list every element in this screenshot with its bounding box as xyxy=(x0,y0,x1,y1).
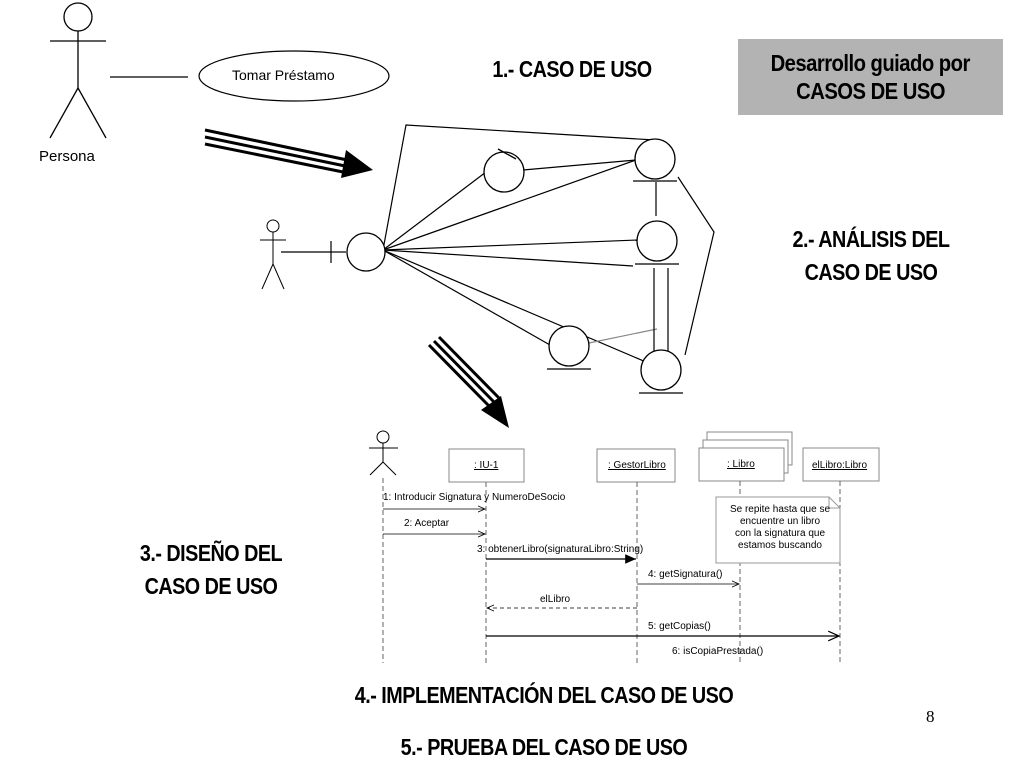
heading-step-3-line-2: CASO DE USO xyxy=(144,573,278,599)
message-2-label: 2: Aceptar xyxy=(404,518,450,529)
arrow-to-design-head xyxy=(481,396,509,428)
arrow-to-analysis-head xyxy=(341,150,373,178)
heading-step-2-line-2: CASO DE USO xyxy=(804,259,938,285)
sequence-actor xyxy=(369,430,398,476)
message-6-label: 6: isCopiaPrestada() xyxy=(672,646,764,657)
arrow-to-analysis xyxy=(204,128,353,175)
analysis-entity-objects xyxy=(547,138,683,394)
sequence-message-arrows xyxy=(383,509,839,636)
title-box: Desarrollo guiado por CASOS DE USO xyxy=(738,39,1003,115)
title-line-1: Desarrollo guiado por xyxy=(770,50,971,76)
note-line-3: con la signatura que xyxy=(734,528,826,539)
arrow-to-design xyxy=(427,335,501,408)
title-line-2: CASOS DE USO xyxy=(796,78,945,104)
analysis-control-object xyxy=(483,148,525,193)
analysis-links xyxy=(281,124,715,366)
analysis-actor xyxy=(260,219,286,290)
message-4-label: 4: getSignatura() xyxy=(648,569,723,580)
use-case-ellipse xyxy=(198,50,390,102)
actor-label: Persona xyxy=(39,148,95,165)
lifeline-label-ellibro: elLibro:Libro xyxy=(812,460,868,471)
heading-step-2-line-1: 2.- ANÁLISIS DEL xyxy=(792,226,950,252)
note-line-2: encuentre un libro xyxy=(739,516,821,527)
sequence-note: Se repite hasta que se encuentre un libr… xyxy=(722,504,838,552)
lifeline-label-libro: : Libro xyxy=(727,459,755,470)
actor-persona xyxy=(49,2,107,139)
lifeline-label-gestorlibro: : GestorLibro xyxy=(608,460,666,471)
message-5-label: 5: getCopias() xyxy=(648,621,711,632)
heading-step-4: 4.- IMPLEMENTACIÓN DEL CASO DE USO xyxy=(354,682,734,708)
message-3-label: 3: obtenerLibro(signaturaLibro:String) xyxy=(477,544,644,555)
note-line-1: Se repite hasta que se xyxy=(729,504,831,515)
sequence-note-shape xyxy=(715,496,841,564)
message-1-label: 1: Introducir Signatura y NumeroDeSocio xyxy=(383,492,566,503)
lifeline-label-iu: : IU-1 xyxy=(474,460,499,471)
heading-step-3-line-1: 3.- DISEÑO DEL xyxy=(139,540,283,566)
note-line-4: estamos buscando xyxy=(738,540,822,551)
heading-step-1: 1.- CASO DE USO xyxy=(492,56,652,82)
heading-step-5: 5.- PRUEBA DEL CASO DE USO xyxy=(400,734,688,760)
return-label: elLibro xyxy=(540,594,571,605)
analysis-boundary-object xyxy=(346,232,386,272)
page-number: 8 xyxy=(926,707,935,726)
sequence-object-boxes xyxy=(448,431,880,483)
use-case-label: Tomar Préstamo xyxy=(232,67,335,83)
sequence-lifelines xyxy=(382,478,841,663)
